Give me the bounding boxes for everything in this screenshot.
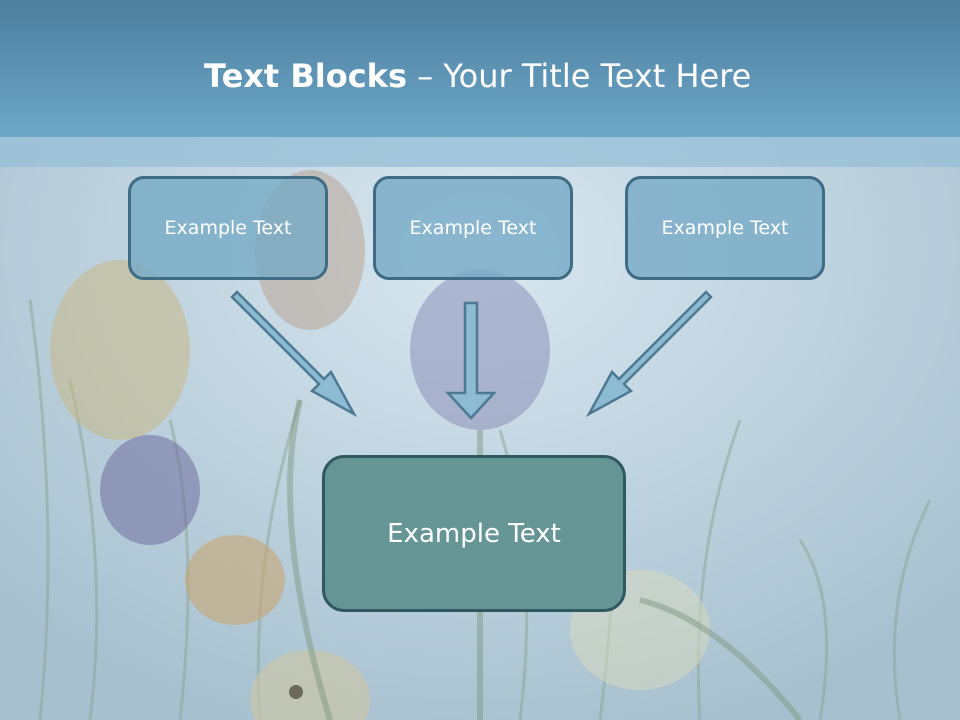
text-block-right: Example Text xyxy=(625,176,825,280)
text-block-middle-label: Example Text xyxy=(409,217,537,239)
page-title: Text Blocks – Your Title Text Here xyxy=(204,54,751,98)
text-block-left-label: Example Text xyxy=(164,217,292,239)
header-strip xyxy=(0,137,960,167)
text-block-left: Example Text xyxy=(128,176,328,280)
flower-orange xyxy=(185,535,285,625)
text-block-main: Example Text xyxy=(322,455,626,612)
chick xyxy=(250,650,370,720)
text-block-middle: Example Text xyxy=(373,176,573,280)
text-block-main-label: Example Text xyxy=(387,518,561,549)
title-dash: – xyxy=(407,57,444,95)
arrow-middle xyxy=(445,301,497,420)
arrow-right xyxy=(585,290,713,418)
header-bar xyxy=(0,0,960,137)
tulip-purple-small xyxy=(100,435,200,545)
text-block-right-label: Example Text xyxy=(661,217,789,239)
title-rest: Your Title Text Here xyxy=(443,57,752,95)
arrow-left xyxy=(230,290,358,418)
title-bold: Text Blocks xyxy=(204,57,407,95)
tulip-purple xyxy=(410,270,550,430)
tulip-yellow xyxy=(50,260,190,440)
